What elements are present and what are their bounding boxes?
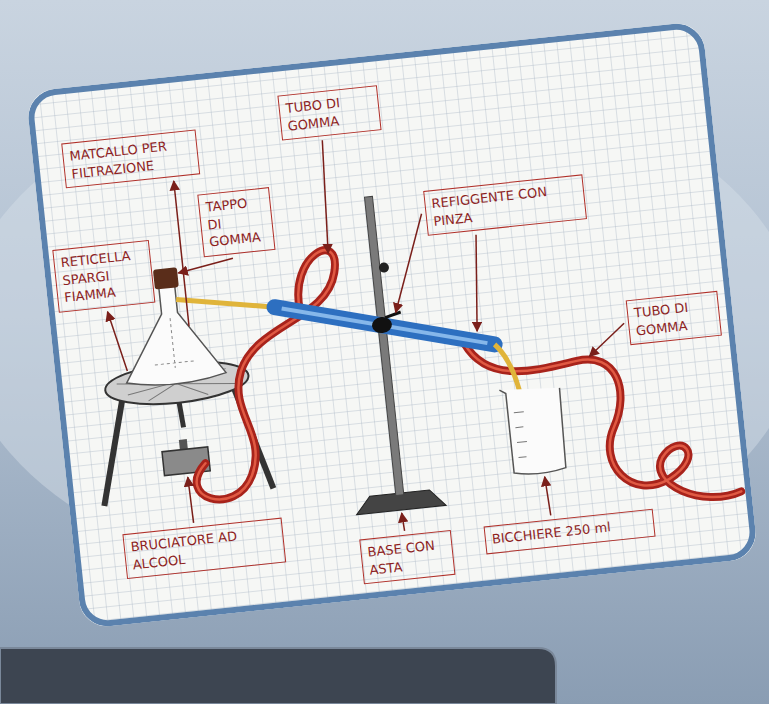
clamp-arm <box>385 312 401 318</box>
label-box: BICCHIERE 250 ml <box>484 509 656 554</box>
label-box: TUBO DI GOMMA <box>626 291 722 345</box>
leader-line <box>108 310 128 372</box>
clamp-screw <box>378 262 389 273</box>
label-text: RETICELLA SPARGI FIAMMA <box>60 246 148 307</box>
side-arm <box>176 289 274 317</box>
label-text: BASE CON ASTA <box>367 536 448 579</box>
bottom-panel <box>0 648 556 704</box>
label-box: BRUCIATORE AD ALCOOL <box>122 518 286 580</box>
rubber-stopper <box>153 267 179 289</box>
label-box: TUBO DI GOMMA <box>277 85 381 140</box>
rubber-tube <box>174 249 358 501</box>
label-text: BRUCIATORE AD ALCOOL <box>130 523 279 573</box>
label-box: BASE CON ASTA <box>359 530 455 584</box>
leader-line <box>174 181 189 326</box>
beaker-graduations <box>514 412 529 458</box>
label-text: TUBO DI GOMMA <box>633 297 714 340</box>
grid-paper-card: MATCALLO PER FILTRAZIONE TUBO DI GOMMA TAP… <box>26 21 759 629</box>
label-box: RETICELLA SPARGI FIAMMA <box>52 240 155 312</box>
rubber-tube-shine <box>464 316 741 521</box>
leader-line <box>316 140 334 253</box>
condenser-inner <box>282 287 488 364</box>
label-box: TAPPO DI GOMMA <box>197 187 275 257</box>
card-border <box>29 24 755 626</box>
label-text: TAPPO DI GOMMA <box>205 193 268 251</box>
leader-line <box>188 477 194 523</box>
label-text: MATCALLO PER FILTRAZIONE <box>69 135 193 183</box>
label-text: REFIGGENTE CON PINZA <box>431 180 580 230</box>
paper <box>26 21 759 629</box>
label-box: MATCALLO PER FILTRAZIONE <box>61 129 200 188</box>
label-layer: MATCALLO PER FILTRAZIONE TUBO DI GOMMA TAP… <box>26 21 759 629</box>
leader-line <box>467 235 486 331</box>
leader-line <box>177 258 233 273</box>
leader-line <box>545 477 551 516</box>
label-text: TUBO DI GOMMA <box>285 91 374 135</box>
label-box: REFIGGENTE CON PINZA <box>423 174 587 236</box>
leader-line <box>586 323 627 356</box>
stand-rod <box>364 196 403 495</box>
label-text: BICCHIERE 250 ml <box>491 514 648 548</box>
rubber-tube-shine <box>174 249 358 501</box>
grid <box>26 21 759 629</box>
condenser <box>274 285 494 367</box>
tripod-leg <box>179 400 184 428</box>
beaker <box>499 384 568 477</box>
filter-flask <box>117 281 227 389</box>
burner-wick <box>179 439 188 450</box>
leader-line <box>386 214 432 313</box>
tripod-leg <box>93 396 134 507</box>
leader-line <box>402 513 405 531</box>
rubber-tube <box>464 316 741 521</box>
clamp <box>371 316 393 334</box>
